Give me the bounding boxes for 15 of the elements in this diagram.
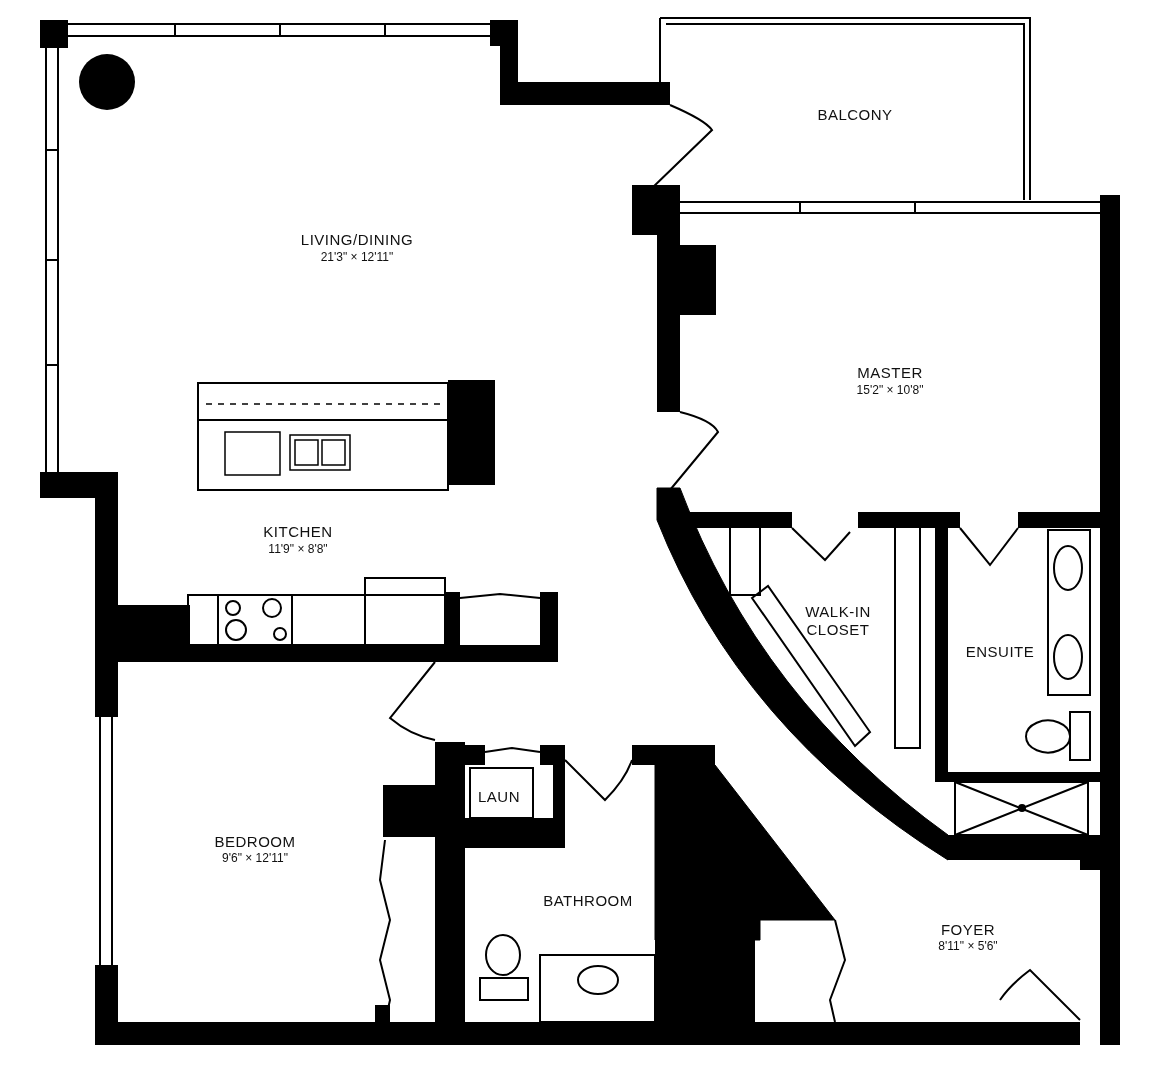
room-label: BALCONY — [817, 105, 893, 123]
room-label: BATHROOM — [543, 891, 633, 909]
room-dimensions: 9'6" × 12'11" — [222, 851, 288, 865]
room-dimensions: 21'3" × 12'11" — [320, 250, 394, 264]
room-dimensions: 15'2" × 10'8" — [856, 383, 924, 397]
room-label: BEDROOM — [214, 832, 296, 850]
room-label: LIVING/DINING — [300, 230, 414, 248]
room-label: FOYER — [940, 920, 996, 938]
room-dimensions: 8'11" × 5'6" — [938, 939, 998, 953]
room-label: ENSUITE — [965, 642, 1035, 660]
room-label: WALK-IN CLOSET — [804, 603, 872, 639]
room-label: KITCHEN — [263, 522, 333, 540]
room-dimensions: 11'9" × 8'8" — [268, 542, 328, 556]
room-label: MASTER — [857, 363, 923, 381]
room-label: LAUN — [478, 787, 520, 805]
